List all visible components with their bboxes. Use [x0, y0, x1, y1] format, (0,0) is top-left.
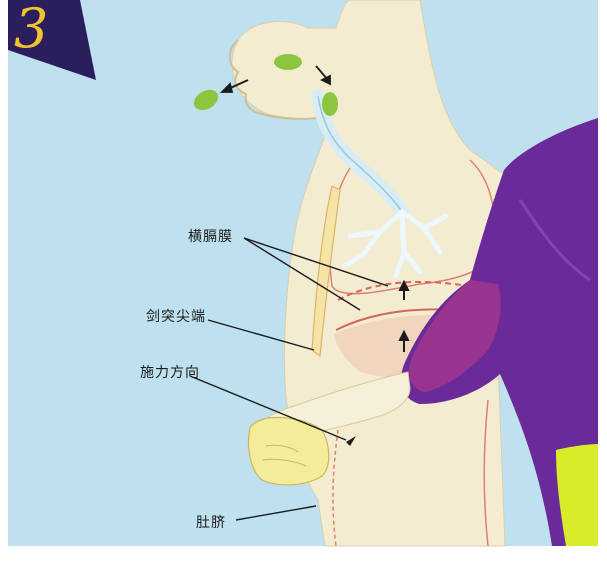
foreign-object: [274, 54, 302, 70]
foreign-object: [322, 92, 338, 116]
step-number: 3: [14, 2, 48, 56]
white-border-left: [0, 0, 8, 566]
white-border: [0, 546, 607, 566]
label-diaphragm: 横膈膜: [188, 226, 233, 246]
label-force-direction: 施力方向: [140, 362, 200, 382]
white-border-right: [598, 0, 607, 566]
label-xiphoid-tip: 剑突尖端: [146, 306, 206, 326]
label-navel: 肚脐: [196, 512, 226, 532]
